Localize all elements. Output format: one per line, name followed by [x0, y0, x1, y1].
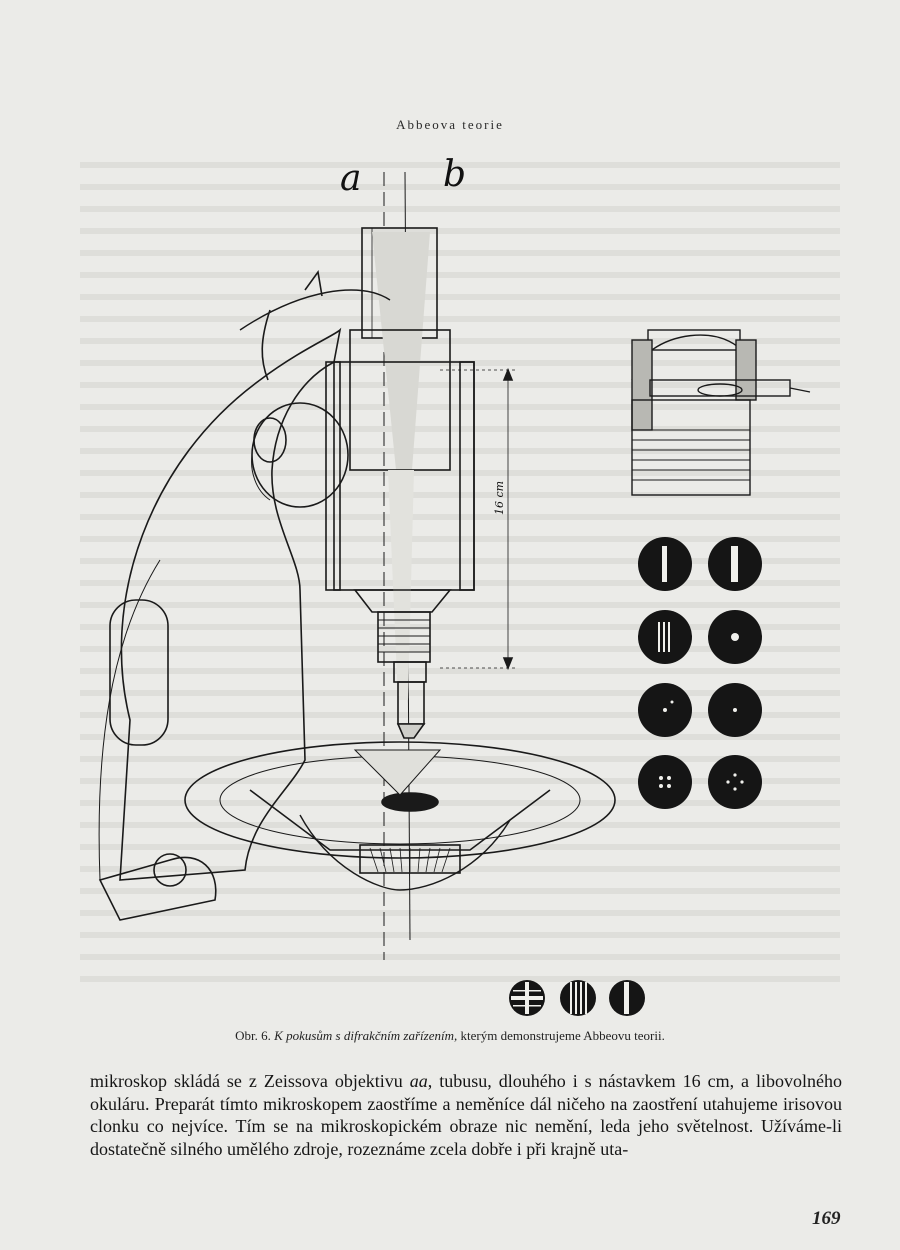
- stage-disc: [184, 741, 616, 859]
- label-b: b: [443, 154, 466, 195]
- microscope-arm: [119, 327, 342, 881]
- pattern-disc: [708, 610, 762, 664]
- pattern-disc: [708, 683, 762, 737]
- diffraction-patterns: [509, 537, 762, 1016]
- pattern-disc: [560, 980, 596, 1016]
- pattern-disc: [638, 755, 692, 809]
- running-head: Abbeova teorie: [396, 117, 504, 132]
- pattern-disc: [509, 980, 545, 1016]
- pattern-disc: [638, 683, 692, 737]
- body-italic-term: aa: [409, 1071, 428, 1091]
- arm-handle-slot: [109, 599, 169, 746]
- pattern-disc: [638, 537, 692, 591]
- caption-rest: kterým demonstrujeme Abbeovu teorii.: [457, 1028, 665, 1043]
- condenser: [359, 844, 461, 874]
- page-number: 169: [812, 1208, 841, 1229]
- pattern-disc: [708, 755, 762, 809]
- diaphragm-detail: [631, 329, 811, 496]
- caption-prefix: Obr. 6.: [235, 1028, 275, 1043]
- body-text-start: mikroskop skládá se z Zeissova objektivu: [90, 1071, 410, 1091]
- specimen-slide: [381, 792, 439, 812]
- pattern-disc: [638, 610, 692, 664]
- pattern-disc: [708, 537, 762, 591]
- label-a: a: [340, 158, 361, 199]
- pattern-disc: [609, 980, 645, 1016]
- body-text-rest: , tubusu, dlouhého i s nástavkem 16 cm, …: [90, 1071, 843, 1159]
- microscope-foot: [98, 856, 217, 921]
- figure-caption: Obr. 6. K pokusům s difrakčním zařízením…: [0, 1028, 900, 1044]
- caption-title: K pokusům s difrakčním zařízením,: [274, 1028, 458, 1043]
- dimension-label: 16 cm: [493, 481, 506, 515]
- body-paragraph: mikroskop skládá se z Zeissova objektivu…: [90, 1070, 842, 1160]
